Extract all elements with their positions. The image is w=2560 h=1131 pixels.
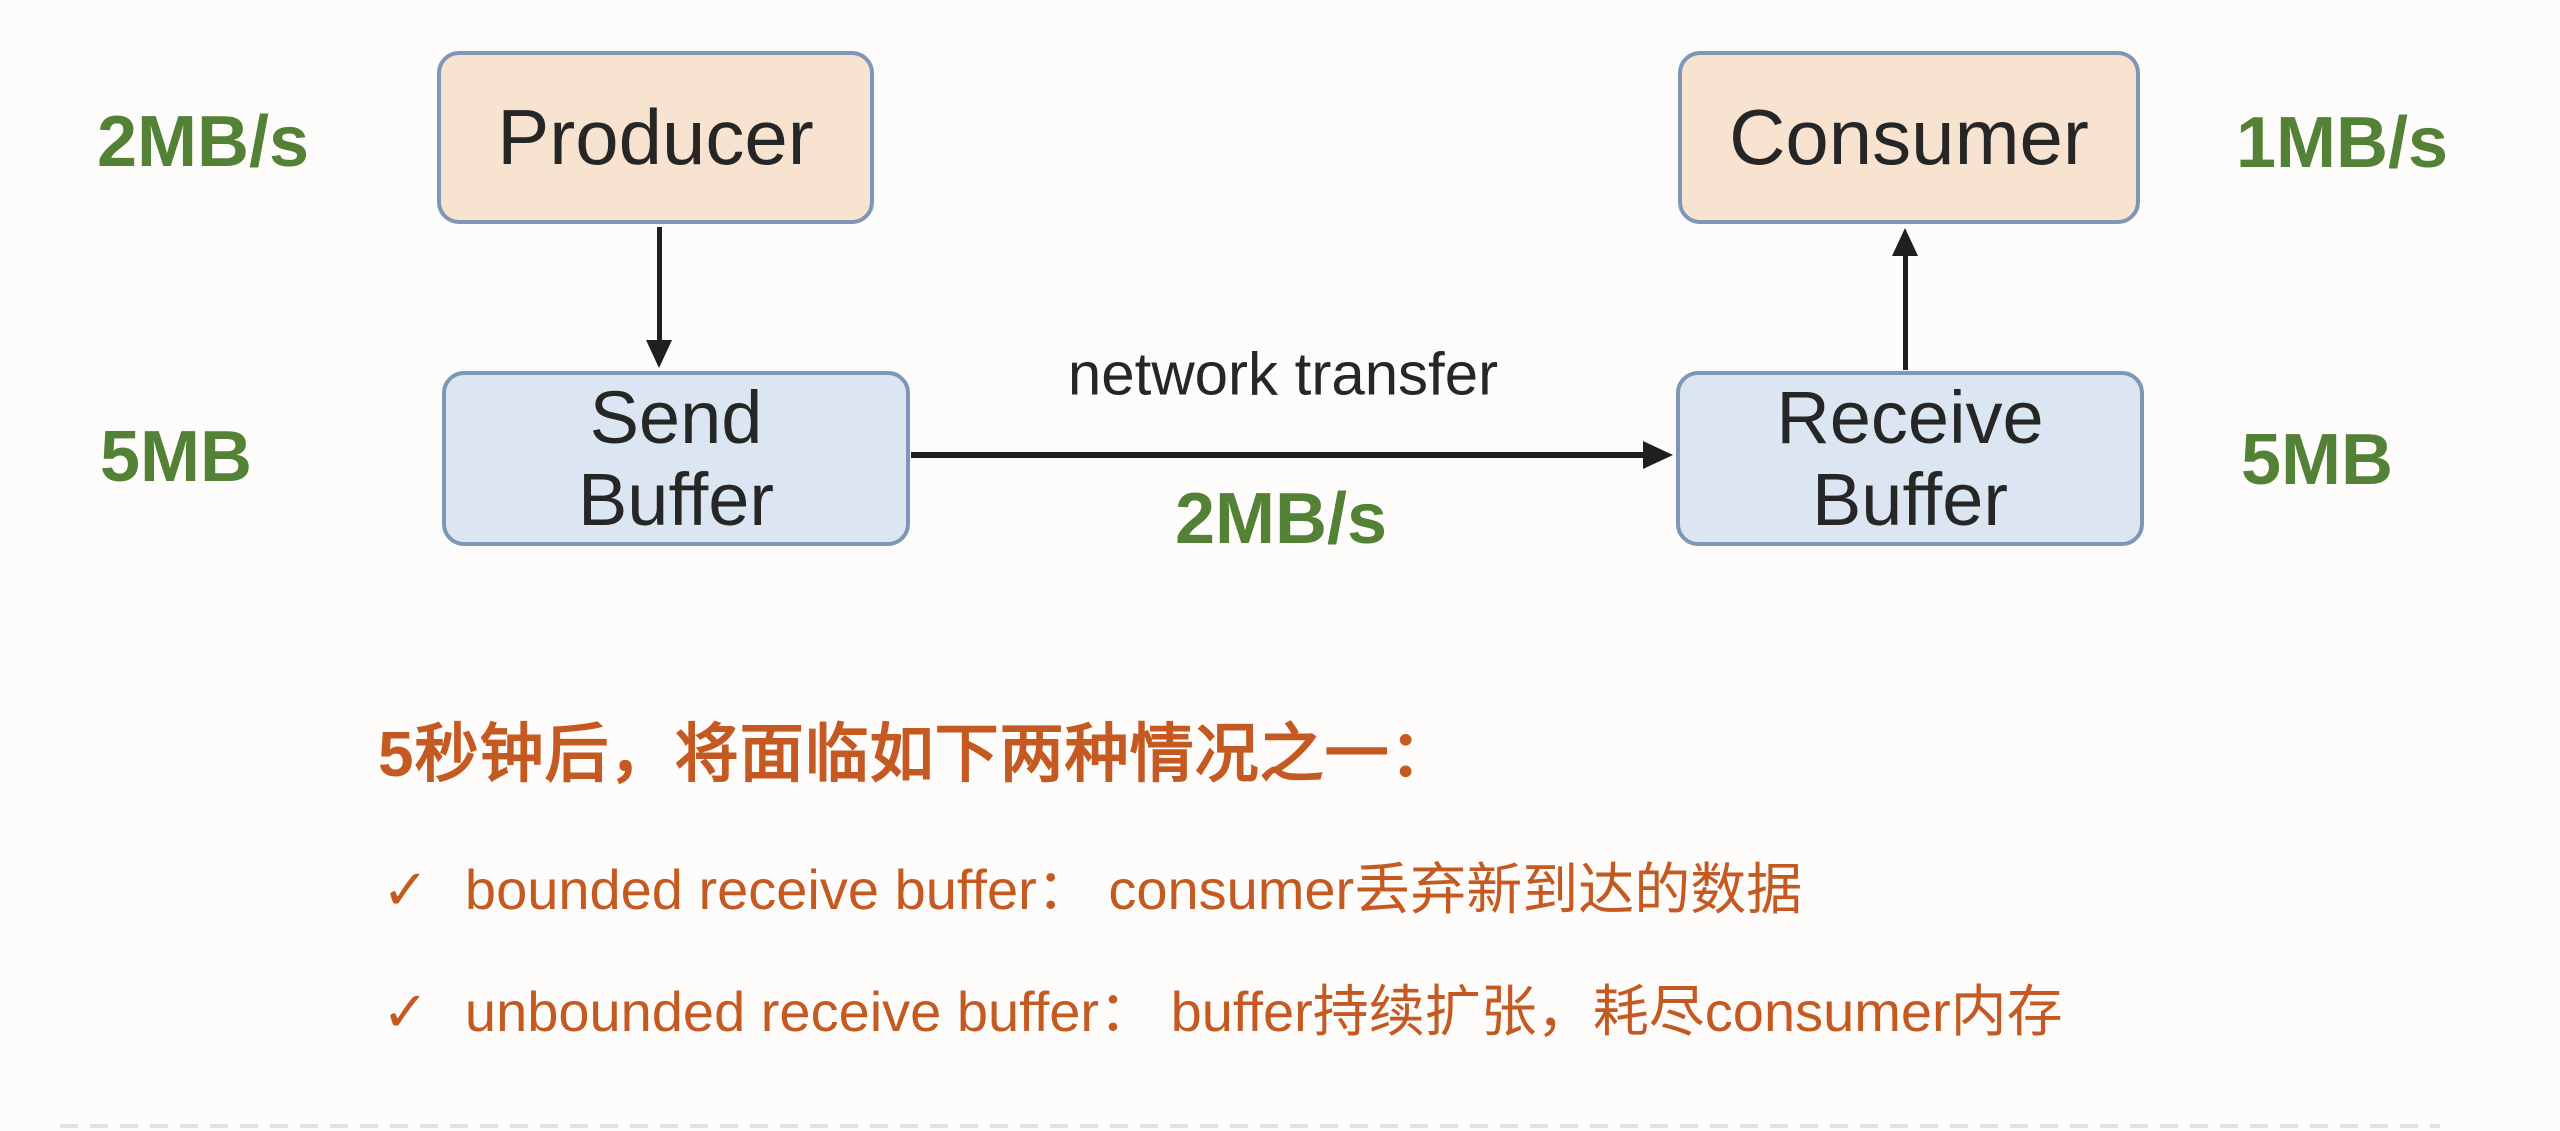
- network-transfer-label: network transfer: [1067, 340, 1499, 408]
- arrow-shaft: [1903, 254, 1908, 370]
- arrowhead-right-icon: [1643, 441, 1673, 469]
- check-icon: ✓: [382, 980, 429, 1043]
- transfer-rate-label: 2MB/s: [1174, 479, 1388, 559]
- arrow-shaft: [911, 452, 1646, 458]
- send-buffer-size-label: 5MB: [99, 417, 253, 497]
- bottom-cropped-line: [60, 1124, 2440, 1128]
- arrow-shaft: [657, 227, 662, 341]
- bullet-bounded-buffer: ✓ bounded receive buffer： consumer丢弃新到达的…: [382, 858, 1802, 922]
- producer-rate-label: 2MB/s: [96, 102, 310, 182]
- bullet-unbounded-buffer: ✓ unbounded receive buffer： buffer持续扩张，耗…: [382, 980, 2063, 1044]
- consumer-node: Consumer: [1678, 51, 2140, 224]
- notes-heading: 5秒钟后，将面临如下两种情况之一：: [378, 718, 1455, 790]
- check-icon: ✓: [382, 858, 429, 921]
- bullet-text: unbounded receive buffer： buffer持续扩张，耗尽c…: [464, 980, 2063, 1043]
- bullet-text: bounded receive buffer： consumer丢弃新到达的数据: [464, 858, 1803, 921]
- receive-buffer-size-label: 5MB: [2240, 420, 2394, 500]
- arrowhead-up-icon: [1892, 228, 1918, 256]
- arrowhead-down-icon: [646, 340, 672, 368]
- send-buffer-node: Send Buffer: [442, 371, 910, 546]
- producer-node: Producer: [437, 51, 874, 224]
- receive-buffer-node: Receive Buffer: [1676, 371, 2144, 546]
- consumer-rate-label: 1MB/s: [2235, 103, 2449, 183]
